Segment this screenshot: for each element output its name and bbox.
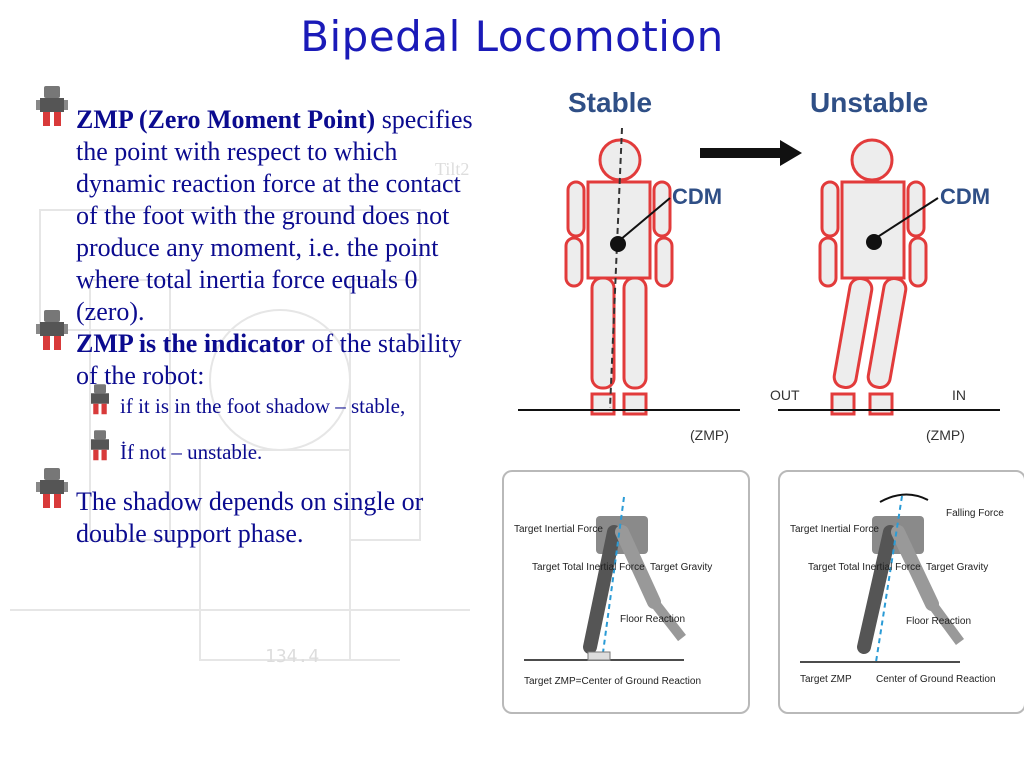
background-robot-drawing: Tilt2 134.4 <box>10 159 470 667</box>
sub-bullet-item: İf not – unstable. <box>36 430 476 465</box>
bullet-text: specifies the point with respect to whic… <box>76 105 473 326</box>
dimension-label: 134.4 <box>265 646 319 667</box>
bullet-item: ZMP is the indicator of the stability of… <box>36 310 476 392</box>
robot-bullet-icon <box>91 430 109 461</box>
target-inertial-force-label: Target Inertial Force <box>790 524 879 535</box>
stable-force-diagram: Target Inertial Force Target Total Inert… <box>514 496 712 687</box>
cdm-right-label: CDM <box>940 184 990 209</box>
cdm-pointer <box>875 197 939 239</box>
unstable-force-diagram: Falling Force Target Inertial Force Targ… <box>790 493 1004 685</box>
unstable-robot <box>818 138 928 416</box>
target-total-inertial-force-label: Target Total Inertial Force <box>532 562 645 573</box>
stability-diagram: Stable Unstable CDM CDM OUT IN (ZMP) (ZM… <box>518 87 1000 443</box>
bullet-list: ZMP (Zero Moment Point) specifies the po… <box>36 86 476 550</box>
target-total-inertial-force-label: Target Total Inertial Force <box>808 562 921 573</box>
stable-force-panel: Target Inertial Force Target Total Inert… <box>502 470 750 714</box>
stable-robot <box>564 138 674 416</box>
target-gravity-label: Target Gravity <box>926 562 988 573</box>
sub-bullet-item: if it is in the foot shadow – stable, <box>36 384 476 419</box>
bullet-bold: ZMP (Zero Moment Point) <box>76 105 376 134</box>
out-label: OUT <box>770 387 800 403</box>
sub-bullet-text: İf not – unstable. <box>120 440 263 464</box>
target-zmp-label: Target ZMP <box>800 674 852 685</box>
in-label: IN <box>952 387 966 403</box>
robot-bullet-icon <box>91 384 109 415</box>
unstable-force-panel: Falling Force Target Inertial Force Targ… <box>778 470 1024 714</box>
sub-bullet-text: if it is in the foot shadow – stable, <box>120 394 406 418</box>
bullet-text: of the stability of the robot: <box>76 329 462 390</box>
floor-reaction-label: Floor Reaction <box>620 614 685 625</box>
bullet-item: The shadow depends on single or double s… <box>36 468 476 550</box>
zmp-left-label: (ZMP) <box>690 427 729 443</box>
bullet-bold: ZMP is the indicator <box>76 329 305 358</box>
robot-bullet-icon <box>36 310 68 350</box>
tilt-label: Tilt2 <box>435 159 469 179</box>
stable-label: Stable <box>568 87 652 118</box>
cdm-marker <box>866 234 882 250</box>
robot-bullet-icon <box>36 86 68 126</box>
robot-bullet-icon <box>36 468 68 508</box>
cdm-left-label: CDM <box>672 184 722 209</box>
target-inertial-force-label: Target Inertial Force <box>514 524 603 535</box>
floor-reaction-label: Floor Reaction <box>906 616 971 627</box>
bullet-text: The shadow depends on single or double s… <box>76 487 424 548</box>
unstable-label: Unstable <box>810 87 928 118</box>
right-arrow-icon <box>700 140 802 166</box>
cdm-marker <box>610 236 626 252</box>
falling-force-label: Falling Force <box>946 508 1004 519</box>
bottom-caption: Target ZMP=Center of Ground Reaction <box>524 676 701 687</box>
center-ground-reaction-label: Center of Ground Reaction <box>876 674 996 685</box>
slide-title: Bipedal Locomotion <box>300 12 724 61</box>
target-gravity-label: Target Gravity <box>650 562 712 573</box>
cdm-pointer <box>619 197 671 241</box>
stable-vertical-line <box>609 127 623 409</box>
bullet-item: ZMP (Zero Moment Point) specifies the po… <box>36 86 476 328</box>
zmp-right-label: (ZMP) <box>926 427 965 443</box>
